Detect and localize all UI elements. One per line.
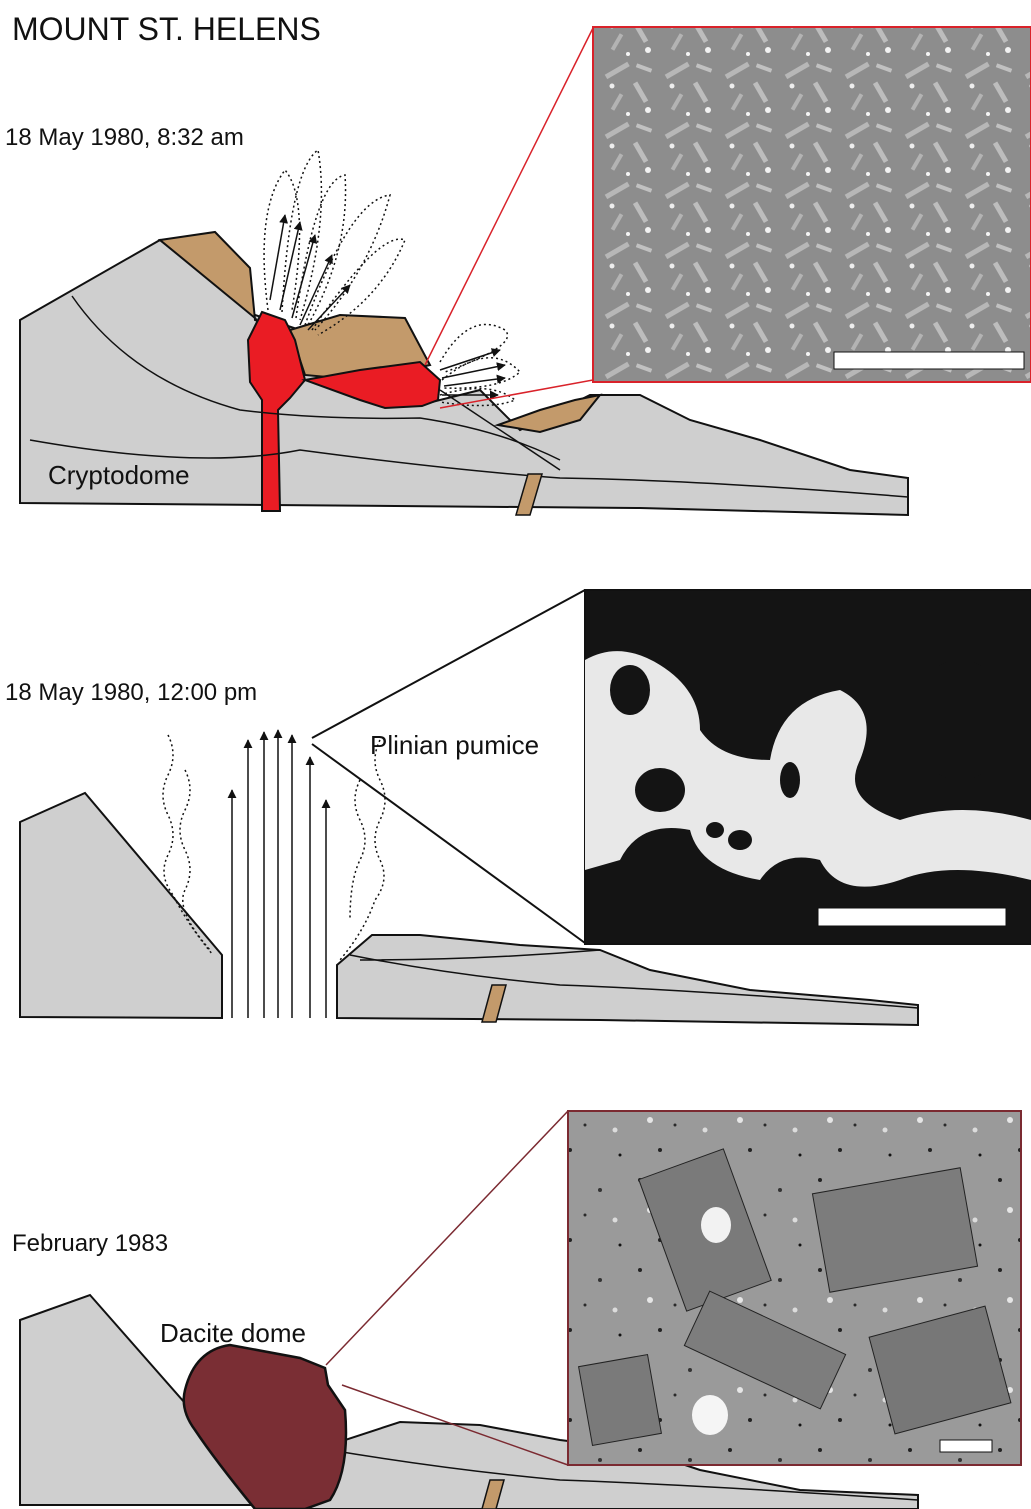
panel1-time-label: 18 May 1980, 8:32 am [5,124,244,151]
panel2-scale-bar [818,908,1006,926]
figure-title: MOUNT ST. HELENS [12,11,321,47]
panel2-pumice-label: Plinian pumice [370,730,539,760]
panel3-scale-bar [940,1440,992,1452]
panel2-volcano-cross-section [20,793,222,1018]
panel-plinian: 18 May 1980, 12:00 pm Plinian pumice [5,590,1031,1025]
panel1-micrograph [593,27,1031,382]
panel2-volcano-cross-section-right [337,935,918,1025]
panel3-dome-label: Dacite dome [160,1318,306,1348]
panel2-eruption-arrows [232,730,326,1018]
panel-dacite-dome: February 1983 Dacite dome [12,1111,1021,1509]
panel-cryptodome: 18 May 1980, 8:32 am Cryptodome [5,27,1031,515]
panel2-micrograph [585,590,1031,944]
panel3-time-label: February 1983 [12,1230,168,1257]
panel1-cryptodome-label: Cryptodome [48,460,190,490]
panel3-micrograph [568,1111,1021,1465]
panel2-time-label: 18 May 1980, 12:00 pm [5,679,257,706]
panel1-scale-bar [834,352,1024,369]
